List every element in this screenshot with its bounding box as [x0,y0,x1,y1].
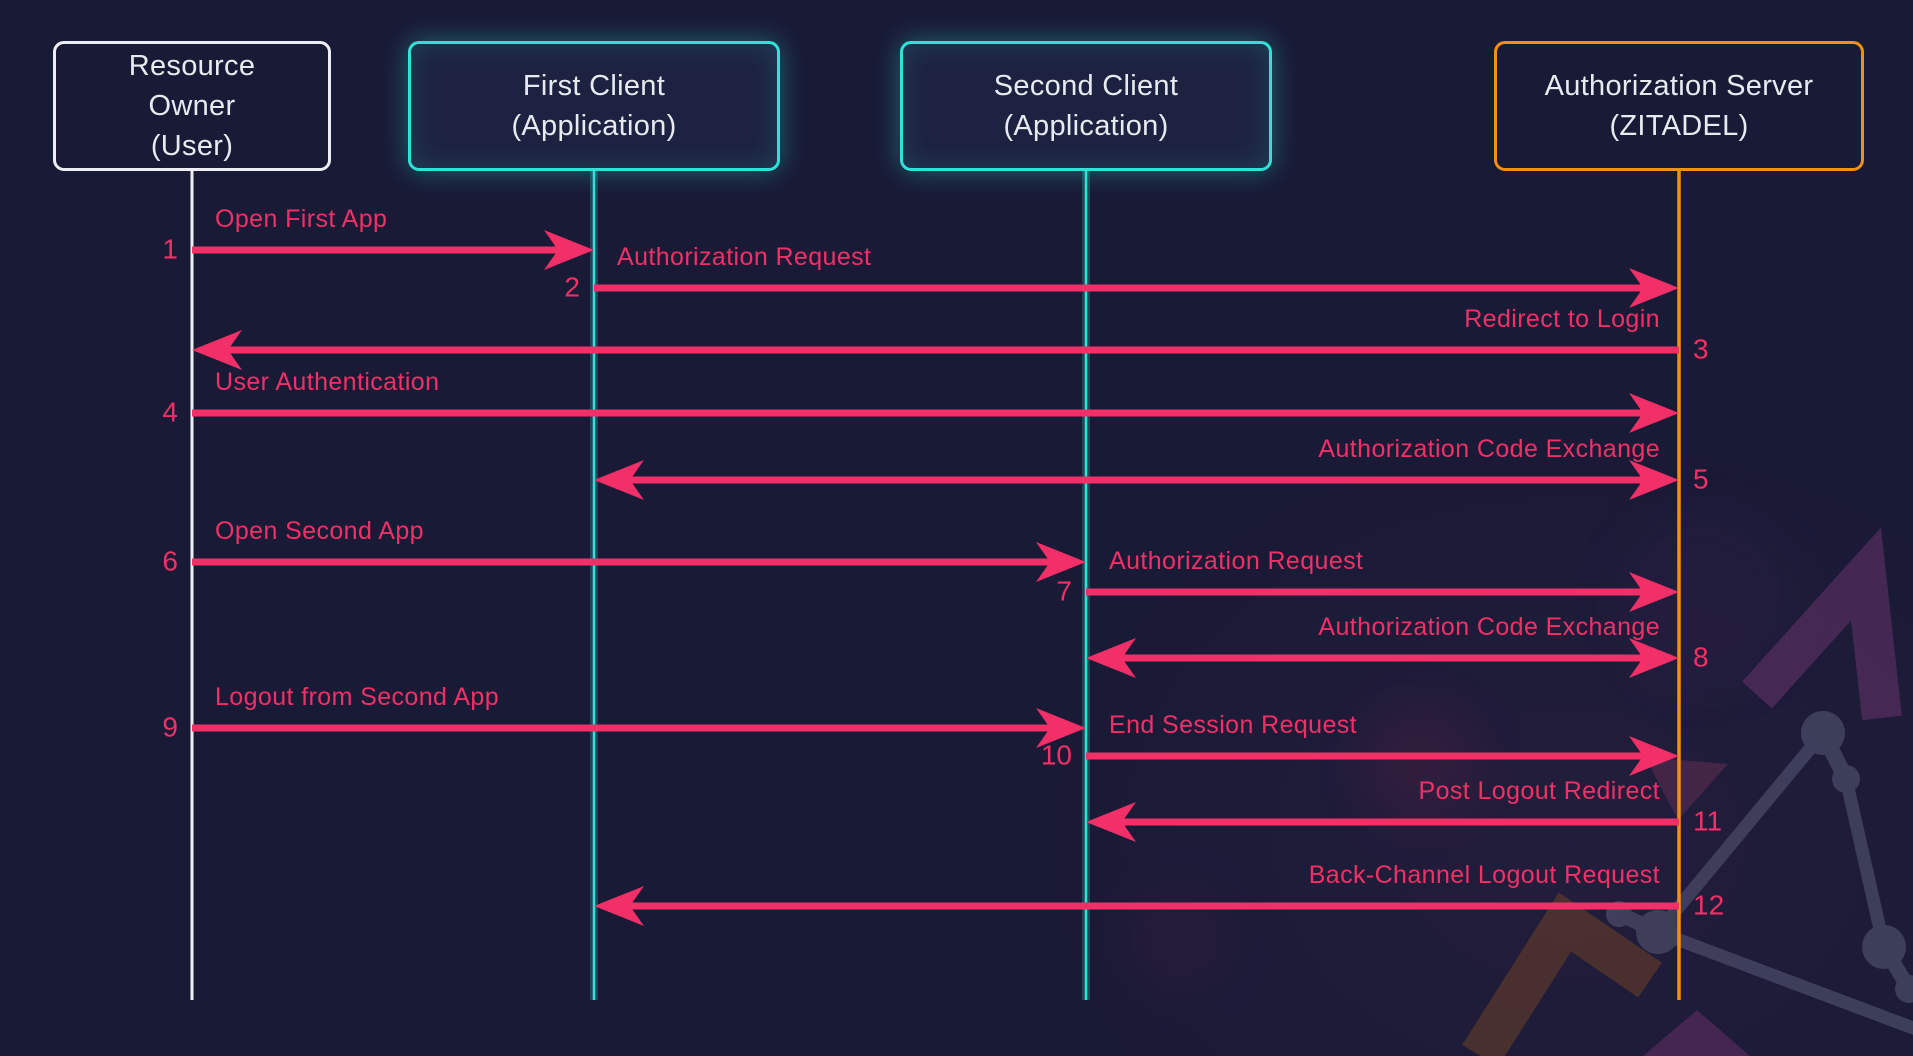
message-label-12: Back-Channel Logout Request [1308,861,1660,889]
watermark-chevron-purple [1742,527,1902,721]
actor-label-line: (ZITADEL) [1609,110,1749,142]
bokeh-blob [1120,885,1230,995]
message-arrow-5 [594,460,1679,500]
message-number-5: 5 [1693,463,1709,495]
message-label-1: Open First App [215,205,388,233]
bokeh-blob [1360,705,1480,825]
actor-label-line: Owner [148,89,236,122]
message-label-2: Authorization Request [617,243,872,271]
bokeh-blob [1620,515,1790,685]
message-arrow-12 [594,886,1679,926]
message-label-11: Post Logout Redirect [1418,777,1660,805]
actor-box-first-client: First Client (Application) [408,41,780,171]
message-label-7: Authorization Request [1109,547,1364,575]
message-arrow-11 [1086,802,1679,842]
actor-label-line: (Application) [1003,110,1169,142]
actor-label-line: Second Client [993,69,1179,102]
message-arrow-10 [1086,736,1679,776]
message-number-12: 12 [1693,889,1725,921]
actor-label-line: (User) [150,130,234,162]
message-number-11: 11 [1693,805,1723,837]
message-label-8: Authorization Code Exchange [1318,613,1660,641]
actor-label-line: (Application) [511,110,677,142]
watermark-triangle-plum [1645,757,1728,820]
message-label-10: End Session Request [1109,711,1358,739]
message-arrow-1 [192,230,594,270]
message-arrow-4 [192,393,1679,433]
message-label-3: Redirect to Login [1464,305,1660,333]
message-number-7: 7 [1056,575,1072,607]
message-arrow-3 [192,330,1679,370]
message-label-5: Authorization Code Exchange [1318,435,1660,463]
message-number-10: 10 [1040,739,1072,771]
message-arrow-6 [192,542,1086,582]
message-number-3: 3 [1693,333,1709,365]
message-number-8: 8 [1693,641,1709,673]
watermark-triangle-purple-small [1643,1010,1750,1056]
watermark-molecule [1606,711,1913,1035]
message-number-6: 6 [162,545,178,577]
actor-label-line: Resource [128,49,256,82]
watermark-chevron-orange [1462,892,1662,1056]
message-label-4: User Authentication [215,368,440,396]
message-label-9: Logout from Second App [215,683,499,711]
actor-box-second-client: Second Client (Application) [900,41,1272,171]
message-arrow-7 [1086,572,1679,612]
actor-label-line: First Client [522,69,666,102]
message-number-4: 4 [162,396,178,428]
message-number-2: 2 [564,271,580,303]
message-arrow-2 [594,268,1679,308]
actor-box-authorization-server: Authorization Server (ZITADEL) [1494,41,1864,171]
actor-label-line: Authorization Server [1544,69,1814,102]
message-number-1: 1 [162,233,178,265]
message-number-9: 9 [162,711,178,743]
message-arrow-8 [1086,638,1679,678]
message-arrow-9 [192,708,1086,748]
message-label-6: Open Second App [215,517,424,545]
